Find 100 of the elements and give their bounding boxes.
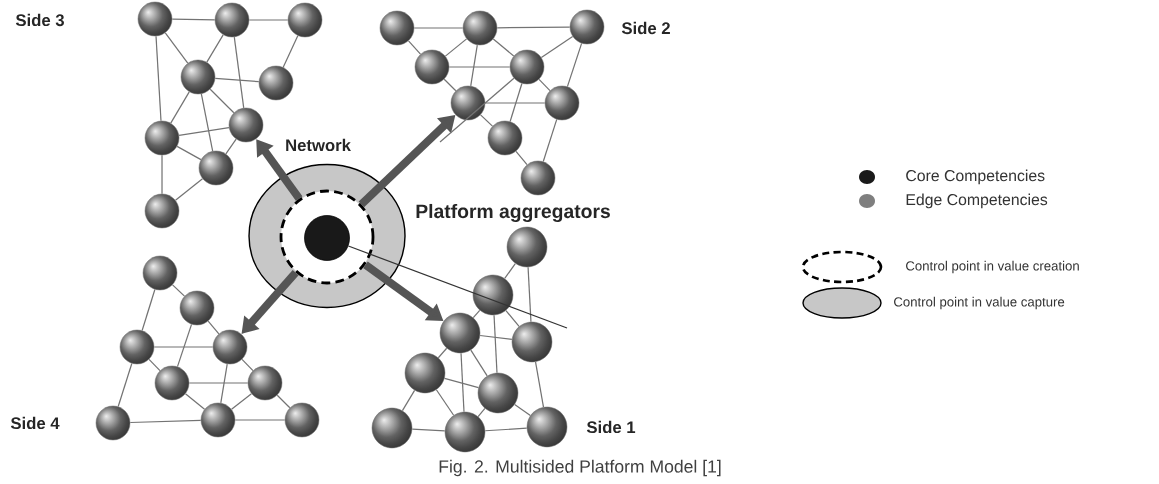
- core-circle: [304, 215, 350, 261]
- network-line: [117, 362, 133, 408]
- network-line: [460, 352, 465, 413]
- network-line: [225, 138, 237, 155]
- sphere: [520, 160, 556, 196]
- network-line: [148, 358, 161, 372]
- network-line: [542, 118, 558, 163]
- sphere: [258, 65, 294, 101]
- network-line: [527, 266, 532, 323]
- sphere: [119, 329, 155, 365]
- network-line: [248, 19, 289, 21]
- network-line: [437, 347, 448, 359]
- sphere: [569, 9, 605, 45]
- legend-label: Edge Competencies: [906, 193, 1048, 209]
- sphere: [487, 120, 523, 156]
- network-line: [435, 389, 455, 416]
- network-line: [444, 38, 468, 57]
- arrow: [241, 269, 299, 334]
- network-line: [493, 314, 498, 374]
- network-line: [141, 288, 156, 332]
- network-line: [171, 284, 186, 297]
- sphere: [137, 1, 173, 37]
- legend-entry: Control point in value creation: [801, 250, 1079, 284]
- network-line: [470, 349, 488, 377]
- network-line: [540, 35, 574, 59]
- legend-entry: Control point in value capture: [802, 287, 1065, 319]
- network-line: [470, 44, 478, 87]
- sphere: [544, 85, 580, 121]
- sphere: [450, 85, 486, 121]
- network-line: [472, 309, 481, 319]
- network-line: [538, 78, 551, 92]
- network-line: [276, 394, 291, 409]
- network-line: [161, 154, 163, 195]
- network-line: [484, 102, 546, 104]
- text-label: Network: [286, 138, 351, 152]
- network-line: [234, 419, 286, 421]
- network-line: [484, 427, 528, 432]
- sphere: [371, 407, 413, 449]
- network-line: [170, 91, 190, 124]
- sphere: [404, 352, 446, 394]
- sphere: [95, 405, 131, 441]
- network-line: [164, 32, 189, 64]
- network-line: [153, 346, 214, 348]
- network-line: [407, 40, 422, 55]
- line: [347, 245, 568, 329]
- sphere: [414, 49, 450, 85]
- network-line: [174, 178, 204, 201]
- sphere: [144, 193, 180, 229]
- legend-label: Core Competencies: [906, 169, 1045, 185]
- text-label: Platform aggregators: [416, 203, 610, 223]
- network-line: [233, 36, 245, 109]
- network-line: [534, 361, 545, 408]
- network-line: [282, 35, 299, 68]
- line: [439, 77, 515, 143]
- network-line: [129, 419, 202, 424]
- text-label: Side 2: [621, 21, 670, 35]
- network-line: [401, 389, 416, 412]
- sphere: [379, 10, 415, 46]
- sphere: [180, 59, 216, 95]
- sphere: [228, 107, 264, 143]
- network-line: [566, 42, 583, 88]
- network-line: [515, 150, 528, 166]
- network-line: [509, 82, 523, 123]
- network-line: [230, 393, 253, 410]
- network-line: [241, 358, 254, 372]
- network-line: [176, 323, 193, 368]
- network-line: [178, 127, 230, 136]
- network-line: [504, 262, 516, 280]
- network-line: [176, 145, 202, 161]
- sphere: [284, 402, 320, 438]
- sphere: [200, 402, 236, 438]
- network-line: [443, 78, 457, 92]
- text-label: Side 1: [586, 420, 636, 434]
- network-line: [443, 377, 480, 389]
- network-line: [200, 93, 214, 152]
- sphere: [144, 120, 180, 156]
- network-line: [209, 88, 235, 114]
- network-line: [505, 309, 520, 327]
- network-line: [514, 403, 531, 417]
- sphere: [247, 365, 283, 401]
- sphere: [154, 365, 190, 401]
- sphere: [526, 406, 568, 448]
- sphere: [506, 226, 548, 268]
- network-line: [207, 320, 220, 335]
- network-line: [479, 114, 494, 127]
- network-line: [477, 407, 486, 418]
- sphere: [439, 312, 481, 354]
- sphere: [287, 2, 323, 38]
- text-label: Side 4: [10, 416, 60, 430]
- network-line: [479, 334, 513, 341]
- sphere: [198, 150, 234, 186]
- network-line: [188, 382, 249, 384]
- network-line: [448, 66, 511, 68]
- network-line: [155, 35, 162, 122]
- sphere: [444, 411, 486, 453]
- sphere: [212, 329, 248, 365]
- sphere: [477, 372, 519, 414]
- sphere: [509, 49, 545, 85]
- network-line: [492, 38, 515, 57]
- network-line: [184, 393, 206, 410]
